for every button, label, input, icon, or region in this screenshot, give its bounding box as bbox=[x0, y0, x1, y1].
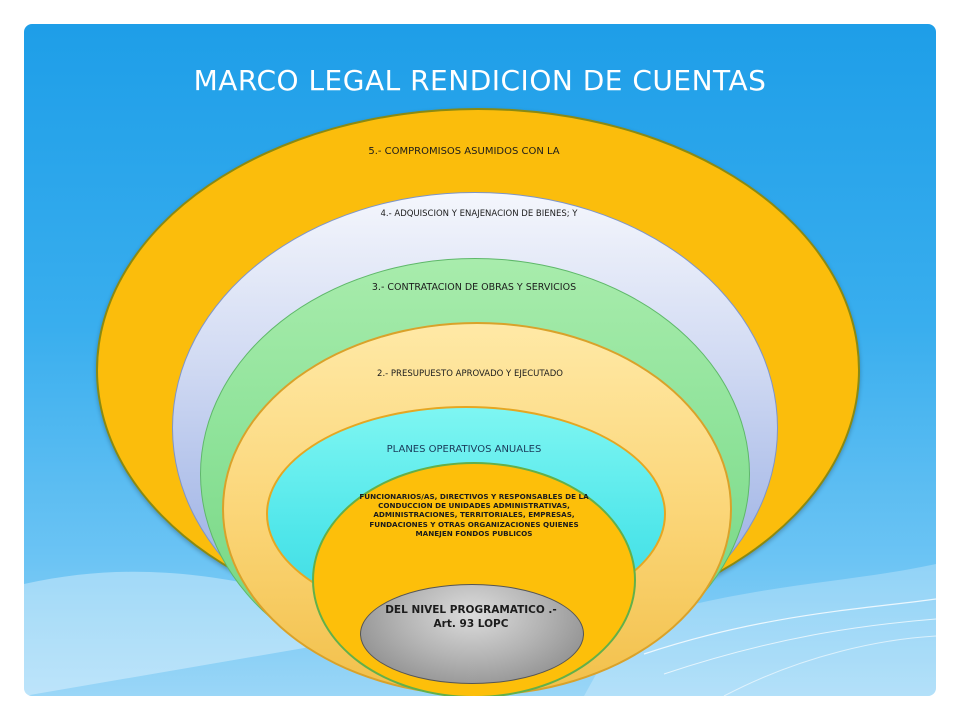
ring-4-label: 4.- ADQUISCION Y ENAJENACION DE BIENES; … bbox=[380, 209, 578, 219]
ring-1-label: PLANES OPERATIVOS ANUALES bbox=[386, 444, 542, 455]
core-label: DEL NIVEL PROGRAMATICO .- Art. 93 LOPC bbox=[385, 604, 557, 630]
slide: MARCO LEGAL RENDICION DE CUENTAS 5.- COM… bbox=[24, 24, 936, 696]
ring-0-label: FUNCIONARIOS/AS, DIRECTIVOS Y RESPONSABL… bbox=[359, 492, 589, 538]
background-swoosh-decoration bbox=[24, 564, 936, 696]
ring-5-label: 5.- COMPROMISOS ASUMIDOS CON LA bbox=[368, 146, 560, 157]
ring-2-label: 2.- PRESUPUESTO APROVADO Y EJECUTADO bbox=[377, 369, 563, 379]
ring-3-label: 3.- CONTRATACION DE OBRAS Y SERVICIOS bbox=[371, 282, 577, 293]
core-nivel-programatico bbox=[360, 584, 584, 684]
slide-title: MARCO LEGAL RENDICION DE CUENTAS bbox=[193, 64, 767, 97]
